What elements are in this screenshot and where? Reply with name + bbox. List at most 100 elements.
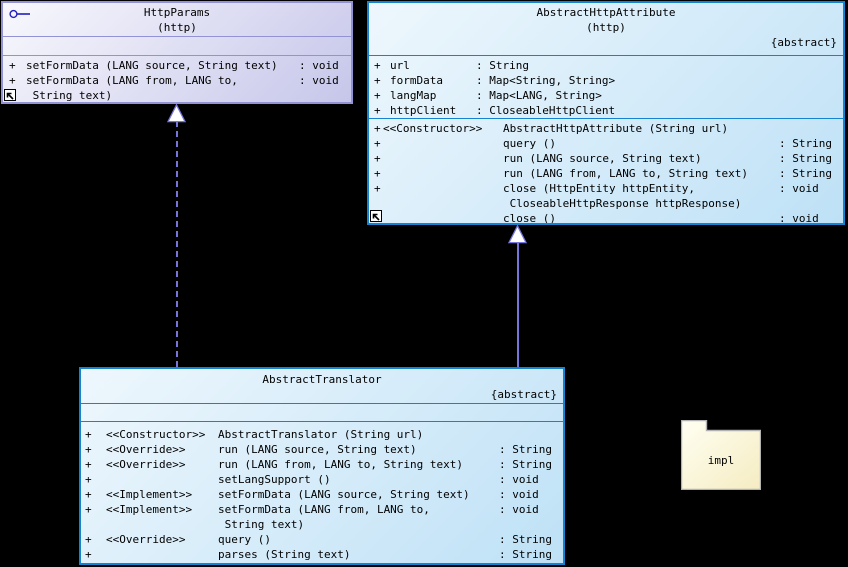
stereotype	[383, 181, 503, 196]
methods-compartment: + <<Constructor>> AbstractHttpAttribute …	[369, 118, 843, 223]
realization-line	[176, 121, 178, 367]
visibility: +	[374, 167, 381, 180]
return-type: : String	[779, 137, 832, 150]
return-type	[779, 196, 841, 211]
visibility: +	[374, 89, 381, 102]
member-name: query ()	[218, 533, 271, 546]
return-type: : void	[499, 473, 539, 486]
stereotype	[383, 151, 503, 166]
methods-compartment: + setFormData (LANG source, String text)…	[3, 55, 351, 102]
return-type: : void	[299, 74, 339, 87]
method-row-continuation: String text)	[81, 517, 563, 532]
return-type	[299, 88, 347, 102]
package-impl[interactable]	[681, 420, 761, 490]
stereotype: <<Implement>>	[106, 503, 193, 516]
member-name: run (LANG from, LANG to, String text)	[503, 167, 749, 180]
attributes-compartment	[3, 36, 351, 55]
attributes-compartment: + url : String + formData : Map<String, …	[369, 55, 843, 118]
visibility: +	[85, 473, 92, 486]
visibility: +	[85, 428, 92, 441]
attribute-row: + httpClient : CloseableHttpClient	[369, 103, 843, 118]
visibility: +	[85, 443, 92, 456]
method-row: + <<Override>> query () : String	[81, 532, 563, 547]
abstract-modifier: {abstract}	[490, 388, 557, 401]
attribute-name: formData	[390, 74, 443, 87]
return-type: : String	[779, 167, 832, 180]
attribute-type: : Map<LANG, String>	[476, 89, 602, 102]
return-type: : String	[499, 458, 552, 471]
method-row: + query () : String	[369, 136, 843, 151]
member-name: close ()	[503, 212, 556, 223]
class-box-abstracttranslator[interactable]: AbstractTranslator {abstract} + <<Constr…	[79, 367, 565, 565]
generalization-line	[517, 242, 519, 367]
attribute-name: url	[390, 59, 410, 72]
method-row: + close () : void	[369, 211, 843, 223]
visibility: +	[9, 59, 16, 72]
stereotype	[106, 472, 218, 487]
method-row: + close (HttpEntity httpEntity, : void	[369, 181, 843, 196]
member-name: String text)	[26, 89, 113, 102]
visibility	[374, 196, 383, 211]
member-name: CloseableHttpResponse httpResponse)	[503, 197, 742, 210]
attribute-type: : String	[476, 59, 529, 72]
stereotype	[106, 517, 218, 532]
method-row: + <<Override>> run (LANG from, LANG to, …	[81, 457, 563, 472]
composite-view-icon[interactable]	[370, 210, 382, 222]
method-row-continuation: CloseableHttpResponse httpResponse)	[369, 196, 843, 211]
methods-compartment: + <<Constructor>> AbstractTranslator (St…	[81, 421, 563, 567]
method-row: + run (LANG source, String text) : Strin…	[369, 151, 843, 166]
member-name: run (LANG source, String text)	[503, 152, 702, 165]
nw-arrow-icon	[372, 213, 380, 221]
member-name: close (HttpEntity httpEntity,	[503, 182, 696, 195]
attribute-name: httpClient	[390, 104, 457, 117]
attribute-row: + formData : Map<String, String>	[369, 73, 843, 88]
method-row-continuation: String text)	[3, 88, 351, 102]
class-title: AbstractHttpAttribute	[536, 6, 676, 19]
attribute-name: langMap	[390, 89, 437, 102]
return-type: : String	[779, 152, 832, 165]
visibility: +	[374, 59, 381, 72]
folder-shape	[681, 420, 761, 490]
stereotype	[383, 136, 503, 151]
package-label: impl	[707, 453, 735, 467]
attributes-compartment	[81, 403, 563, 421]
return-type: : void	[779, 212, 819, 223]
composite-view-icon[interactable]	[4, 89, 16, 101]
visibility: +	[85, 488, 92, 501]
stereotype: <<Override>>	[106, 533, 186, 546]
method-row: + run (LANG from, LANG to, String text) …	[369, 166, 843, 181]
method-row: + <<Implement>> setFormData (LANG from, …	[81, 502, 563, 517]
interface-box-httpparams[interactable]: HttpParams (http) + setFormData (LANG so…	[1, 1, 353, 104]
method-row: + <<Override>> run (LANG source, String …	[81, 442, 563, 457]
return-type: : String	[499, 548, 552, 561]
class-box-abstracthttpattribute[interactable]: AbstractHttpAttribute (http) {abstract} …	[367, 1, 845, 225]
visibility: +	[374, 182, 381, 195]
abstract-modifier: {abstract}	[770, 36, 837, 49]
attribute-row: + url : String	[369, 58, 843, 73]
nw-arrow-icon	[6, 92, 14, 100]
generalization-arrowhead-icon	[508, 225, 527, 244]
class-title: AbstractTranslator	[262, 373, 382, 386]
member-name: setFormData (LANG source, String text)	[26, 59, 278, 72]
return-type: : void	[299, 59, 339, 72]
method-row: + setFormData (LANG source, String text)…	[3, 58, 351, 73]
method-row: + setFormData (LANG from, LANG to, : voi…	[3, 73, 351, 88]
title-compartment: AbstractTranslator {abstract}	[81, 369, 563, 403]
visibility: +	[85, 548, 92, 561]
method-row: + <<Implement>> setFormData (LANG source…	[81, 487, 563, 502]
member-name: AbstractHttpAttribute (String url)	[503, 122, 729, 135]
stereotype: <<Constructor>>	[383, 122, 483, 135]
return-type	[779, 121, 841, 136]
class-package: (http)	[157, 21, 197, 34]
visibility: +	[374, 104, 381, 117]
stereotype	[383, 211, 503, 223]
visibility	[85, 517, 106, 532]
return-type: : void	[499, 488, 539, 501]
return-type: : String	[499, 443, 552, 456]
return-type: : void	[499, 503, 539, 516]
attribute-type: : CloseableHttpClient	[476, 104, 616, 117]
stereotype: <<Constructor>>	[106, 428, 206, 441]
method-row: + <<Constructor>> AbstractTranslator (St…	[81, 427, 563, 442]
member-name: AbstractTranslator (String url)	[218, 428, 424, 441]
